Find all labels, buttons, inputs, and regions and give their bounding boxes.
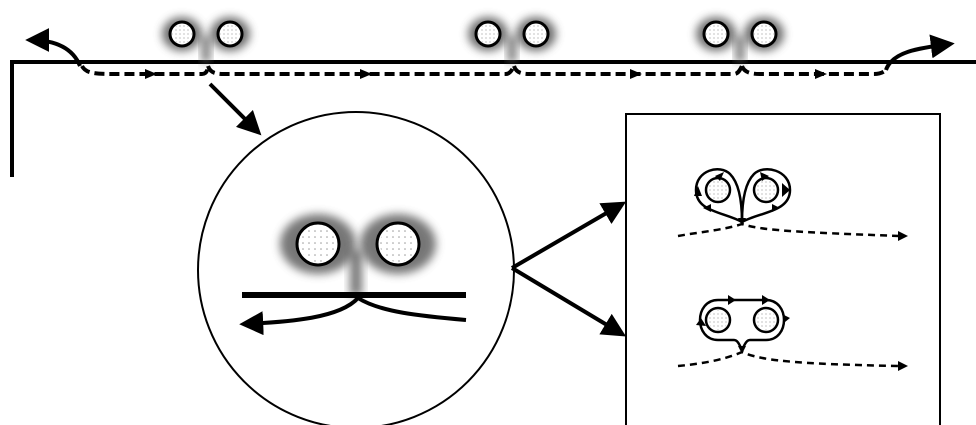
config-enclosing-loop bbox=[677, 295, 908, 371]
incoming-flow-arrow bbox=[25, 28, 82, 67]
configuration-panel bbox=[625, 113, 941, 425]
loop-marker bbox=[715, 172, 724, 181]
zoom-arrow bbox=[208, 82, 262, 136]
loop-marker bbox=[694, 186, 702, 196]
flow-marker bbox=[815, 69, 827, 79]
zoom-circle bbox=[197, 111, 515, 425]
flow-marker bbox=[360, 69, 372, 79]
loop-marker bbox=[696, 318, 706, 326]
zoomed-flow-in bbox=[239, 296, 360, 336]
flow-marker bbox=[630, 69, 642, 79]
loop-marker bbox=[772, 204, 780, 212]
config-figure-eight bbox=[677, 168, 908, 241]
loop-marker bbox=[782, 183, 790, 197]
vortex-pair bbox=[468, 17, 556, 62]
panel-arrow-upper bbox=[510, 201, 627, 270]
loop-right bbox=[740, 168, 792, 224]
junction-marker bbox=[738, 346, 746, 354]
flow-direction-markers bbox=[145, 69, 827, 79]
loop-marker bbox=[728, 295, 736, 305]
outgoing-flow-arrow bbox=[884, 34, 955, 71]
loop-marker bbox=[760, 172, 769, 181]
flow-line bbox=[677, 222, 901, 238]
dashed-flow-path bbox=[80, 64, 888, 76]
panel-arrow-lower bbox=[510, 266, 627, 337]
loop-marker bbox=[782, 314, 790, 322]
zoomed-flow-out bbox=[356, 296, 467, 322]
vortex-pair bbox=[162, 17, 250, 62]
flow-marker bbox=[145, 69, 157, 79]
loop-marker bbox=[703, 204, 711, 212]
loop-marker bbox=[762, 295, 770, 305]
junction-marker bbox=[738, 218, 746, 226]
main-conduit bbox=[10, 60, 976, 177]
flow-line bbox=[677, 350, 901, 368]
vortex-pair bbox=[696, 17, 784, 62]
loop-left bbox=[694, 168, 744, 224]
